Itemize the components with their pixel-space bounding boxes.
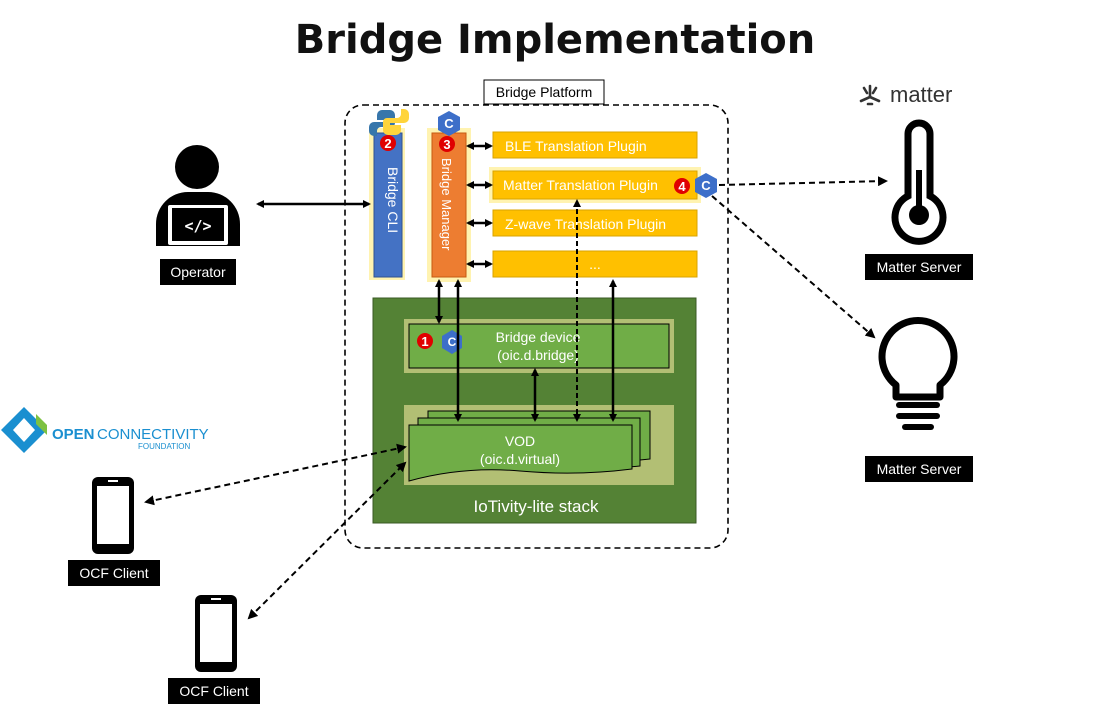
arrow-matter-plugin-thermometer <box>718 176 888 187</box>
matter-logo: matter <box>859 82 952 107</box>
badge-3-number: 3 <box>443 137 450 152</box>
svg-text:C: C <box>701 178 711 193</box>
more-plugins[interactable] <box>492 250 698 278</box>
iotivity-stack-label: IoTivity-lite stack <box>473 497 599 516</box>
operator-tag <box>160 259 236 285</box>
bridge-device-line1: Bridge device <box>496 329 581 345</box>
badge-2-number: 2 <box>384 136 391 151</box>
badge-1-number: 1 <box>421 334 428 349</box>
ocf-client-tag <box>168 678 260 704</box>
arrow-matter-plugin-bulb <box>711 195 876 339</box>
svg-text:C: C <box>444 116 454 131</box>
matter-logo-text: matter <box>890 82 952 107</box>
badge-4 <box>674 178 690 194</box>
ble-plugin[interactable] <box>492 131 698 159</box>
ocf-client-label: OCF Client <box>179 683 248 699</box>
bridge-device-line2: (oic.d.bridge) <box>497 347 579 363</box>
more-plugins-label: ... <box>589 256 601 272</box>
ocf-logo-word1: OPEN <box>52 426 95 443</box>
matter-server-tag <box>865 456 973 482</box>
ocf-client-label: OCF Client <box>79 565 148 581</box>
diagram-title: Bridge Implementation <box>295 17 815 63</box>
ocf-logo-word2: CONNECTIVITY <box>97 426 209 443</box>
zwave-plugin-label: Z-wave Translation Plugin <box>505 216 666 232</box>
vod-document[interactable] <box>408 424 633 482</box>
ocf-logo: OPEN CONNECTIVITY FOUNDATION <box>1 407 209 453</box>
operator-label: Operator <box>170 264 226 280</box>
bridge-platform-tag <box>483 79 605 105</box>
c-language-icon: C <box>438 111 460 136</box>
python-icon <box>369 109 409 136</box>
light-bulb-icon <box>878 317 958 430</box>
badge-3 <box>439 136 455 152</box>
ble-plugin-label: BLE Translation Plugin <box>505 138 647 154</box>
ocf-client-tag <box>68 560 160 586</box>
vod-line1: VOD <box>505 433 535 449</box>
bridge-manager-label: Bridge Manager <box>439 158 454 251</box>
arrow-ocf-client2-vod <box>247 461 407 620</box>
matter-server-label: Matter Server <box>877 461 962 477</box>
operator-icon: </> <box>156 145 240 246</box>
badge-1 <box>417 333 433 349</box>
ocf-logo-word3: FOUNDATION <box>138 442 191 451</box>
bridge-cli-block[interactable] <box>373 132 403 278</box>
svg-text:</>: </> <box>184 217 211 235</box>
smartphone-icon <box>195 595 237 672</box>
bridge-cli-label: Bridge CLI <box>385 167 401 233</box>
zwave-plugin[interactable] <box>492 209 698 237</box>
thermometer-icon <box>891 119 947 245</box>
arrow-ocf-client-vod <box>144 443 407 506</box>
svg-text:C: C <box>448 335 457 349</box>
c-language-icon: C <box>695 173 717 198</box>
bridge-platform-label: Bridge Platform <box>496 84 592 100</box>
matter-plugin-label: Matter Translation Plugin <box>503 177 658 193</box>
matter-server-label: Matter Server <box>877 259 962 275</box>
badge-4-number: 4 <box>678 179 686 194</box>
badge-2 <box>380 135 396 151</box>
vod-line2: (oic.d.virtual) <box>480 451 560 467</box>
smartphone-icon <box>92 477 134 554</box>
bridge-platform-container <box>344 104 729 549</box>
matter-server-tag <box>865 254 973 280</box>
